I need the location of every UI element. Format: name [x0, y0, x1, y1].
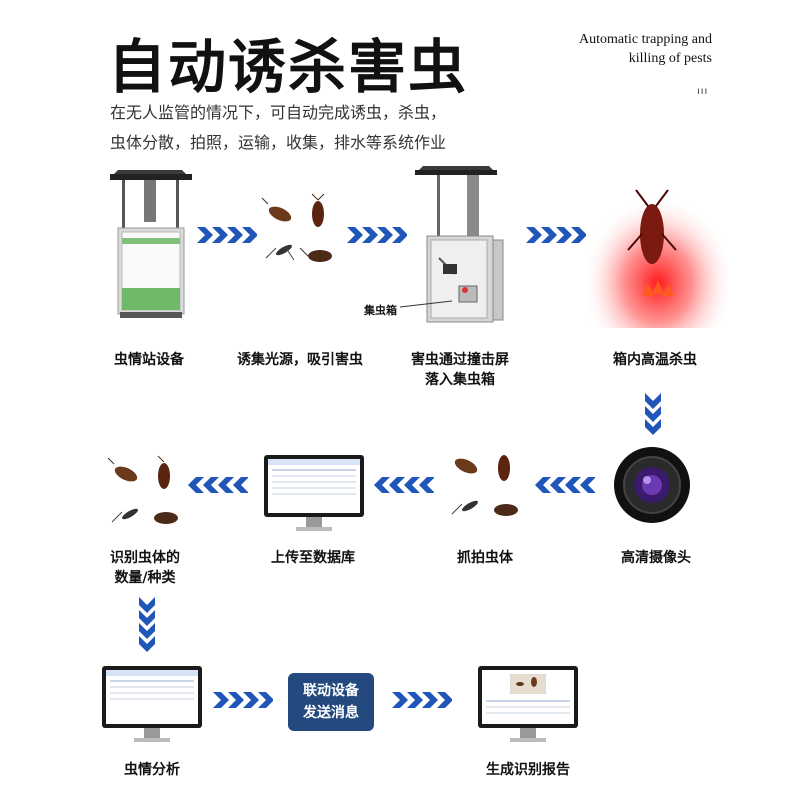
open-cabinet-image — [415, 166, 504, 323]
identified-pests-image — [107, 455, 178, 524]
flow-arrow — [197, 225, 257, 245]
chevrons-left-icon — [188, 477, 248, 493]
english-subtitle-line2: killing of pests — [628, 51, 712, 66]
monitoring-station-image — [110, 170, 192, 318]
hd-camera-image — [614, 447, 690, 523]
label-identify-line2: 数量/种类 — [114, 570, 176, 586]
label-analysis: 虫情分析 — [124, 762, 180, 778]
chevrons-right-icon — [392, 692, 452, 708]
chevrons-right-icon — [213, 692, 273, 708]
chevrons-down-icon — [139, 597, 155, 652]
flow-arrow — [526, 225, 586, 245]
english-subtitle: Automatic trapping and killing of pests — [512, 30, 712, 68]
flow-arrow — [392, 690, 452, 710]
message-box-line1: 联动设备 — [303, 683, 359, 699]
flow-arrow — [535, 475, 595, 495]
report-monitor-image — [478, 666, 578, 742]
decor-mark: ııı — [697, 86, 709, 97]
chevrons-right-icon — [347, 227, 407, 243]
database-monitor-image — [264, 455, 364, 531]
send-message-box: 联动设备 发送消息 — [288, 673, 374, 731]
label-station: 虫情站设备 — [114, 352, 184, 368]
description-line1: 在无人监管的情况下，可自动完成诱虫，杀虫， — [110, 103, 447, 122]
flow-arrow — [137, 597, 157, 657]
analysis-monitor-image — [102, 666, 202, 742]
chevrons-right-icon — [526, 227, 586, 243]
label-identify-line1: 识别虫体的 — [110, 550, 180, 566]
collector-box-tag: 集虫箱 — [364, 304, 397, 317]
label-snapshot: 抓拍虫体 — [457, 550, 513, 566]
label-lure: 诱集光源，吸引害虫 — [237, 352, 363, 368]
heat-kill-image — [588, 168, 728, 328]
flow-arrow — [213, 690, 273, 710]
pointer-line — [400, 300, 453, 308]
chevrons-left-icon — [374, 477, 434, 493]
flow-arrow — [188, 475, 248, 495]
captured-pests-image — [451, 455, 518, 516]
label-camera: 高清摄像头 — [621, 550, 691, 566]
label-upload: 上传至数据库 — [271, 550, 355, 566]
label-collect-line2: 落入集虫箱 — [425, 372, 495, 388]
label-report: 生成识别报告 — [486, 762, 570, 778]
page-title: 自动诱杀害虫 — [108, 33, 469, 101]
english-subtitle-line1: Automatic trapping and — [579, 32, 712, 47]
label-collect-line1: 害虫通过撞击屏 — [411, 352, 509, 368]
chevrons-left-icon — [535, 477, 595, 493]
chevrons-right-icon — [197, 227, 257, 243]
label-heat: 箱内高温杀虫 — [613, 352, 697, 368]
flow-arrow — [374, 475, 434, 495]
message-box-line2: 发送消息 — [303, 705, 359, 721]
flow-arrow — [347, 225, 407, 245]
flow-arrow — [643, 393, 663, 441]
description-line2: 虫体分散，拍照，运输，收集，排水等系统作业 — [110, 133, 447, 152]
chevrons-down-icon — [645, 393, 661, 435]
pests-image — [261, 193, 332, 262]
